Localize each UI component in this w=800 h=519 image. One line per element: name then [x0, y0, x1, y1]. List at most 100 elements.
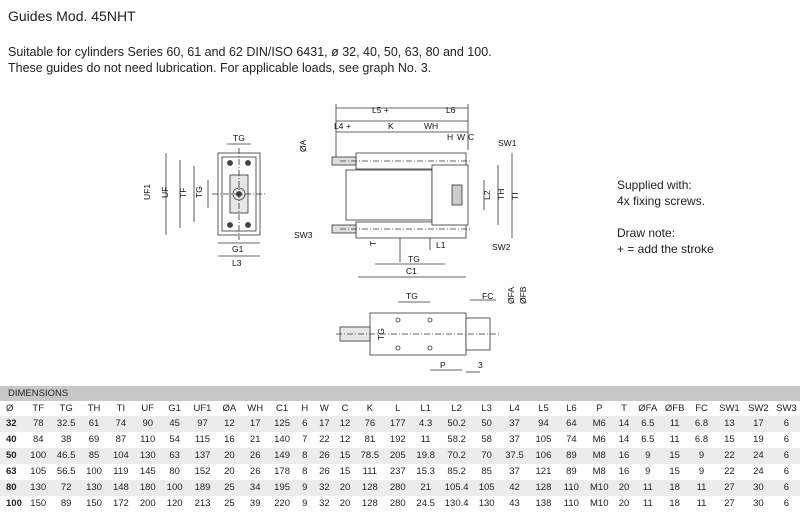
- table-cell: 30: [753, 498, 764, 509]
- column-header: W: [319, 403, 329, 414]
- table-cell: 50: [6, 450, 17, 461]
- table-cell: 89: [60, 498, 72, 509]
- table-cell: 9: [645, 466, 651, 477]
- table-cell: 130: [86, 482, 102, 493]
- table-cell: 6: [783, 434, 790, 445]
- table-cell: 58: [481, 434, 492, 445]
- table-cell: 106: [535, 450, 552, 461]
- column-header: TF: [32, 403, 45, 414]
- table-cell: 11: [669, 434, 680, 445]
- table-cell: 172: [112, 498, 129, 509]
- page-title: Guides Mod. 45NHT: [8, 8, 136, 24]
- side-label-sw1: SW1: [498, 138, 517, 148]
- table-cell: 18: [669, 482, 680, 493]
- table-cell: 30: [753, 482, 764, 493]
- table-cell: 25: [224, 498, 235, 509]
- table-cell: 6: [783, 482, 790, 493]
- note-draw-note: Draw note:: [617, 226, 676, 240]
- table-cell: 200: [139, 498, 156, 509]
- table-cell: 69: [88, 434, 100, 445]
- table-cell: 149: [274, 450, 290, 461]
- table-cell: 43: [509, 498, 520, 509]
- table-cell: 19.8: [416, 450, 435, 461]
- front-label-uf1: UF1: [142, 184, 152, 200]
- table-cell: 24.5: [416, 498, 435, 509]
- side-label-l2: L2: [482, 190, 492, 200]
- table-cell: 39: [249, 498, 261, 509]
- table-cell: 6: [783, 498, 790, 509]
- column-header: SW3: [776, 403, 797, 414]
- column-header: L3: [481, 403, 492, 414]
- table-cell: 85.2: [447, 466, 466, 477]
- column-header: SW2: [748, 403, 769, 414]
- table-cell: 22: [319, 434, 330, 445]
- column-header: C: [341, 403, 349, 414]
- table-cell: 11: [669, 418, 680, 429]
- column-header: Ø: [6, 403, 14, 414]
- table-cell: 20: [339, 482, 351, 493]
- table-cell: 6: [302, 418, 308, 429]
- table-cell: 15: [669, 450, 680, 461]
- table-cell: 84: [32, 434, 44, 445]
- table-cell: 6.5: [641, 418, 655, 429]
- table-cell: 94: [538, 418, 549, 429]
- table-cell: 8: [302, 450, 308, 461]
- table-cell: 16: [224, 434, 235, 445]
- table-cell: 34: [249, 482, 261, 493]
- table-cell: 16: [618, 466, 630, 477]
- table-cell: 140: [274, 434, 290, 445]
- side-label-sw2: SW2: [492, 242, 511, 252]
- top-label-3: 3: [478, 360, 483, 370]
- table-cell: 9: [645, 450, 651, 461]
- table-cell: 20: [618, 498, 630, 509]
- table-cell: 46.5: [56, 450, 76, 461]
- table-cell: 128: [361, 498, 378, 509]
- table-cell: 137: [194, 450, 211, 461]
- table-cell: 32: [319, 498, 330, 509]
- column-header: SW1: [719, 403, 740, 414]
- table-cell: 130.4: [444, 498, 469, 509]
- table-cell: 111: [362, 466, 378, 477]
- table-cell: 76: [364, 418, 376, 429]
- column-header: UF: [141, 403, 155, 414]
- table-cell: 20: [339, 498, 351, 509]
- note-stroke: + = add the stroke: [617, 242, 714, 256]
- table-cell: 128: [361, 482, 378, 493]
- table-cell: 115: [194, 434, 211, 445]
- side-label-l5: L5 +: [372, 105, 389, 115]
- table-cell: 14: [618, 434, 630, 445]
- table-cell: 213: [194, 498, 211, 509]
- table-cell: 81: [364, 434, 376, 445]
- table-cell: 63: [6, 466, 17, 477]
- table-cell: 130: [30, 482, 47, 493]
- table-cell: 15: [339, 466, 351, 477]
- table-cell: 11: [696, 498, 707, 509]
- column-header: G1: [168, 403, 181, 414]
- table-cell: 50: [481, 418, 492, 429]
- drawing-labels: TG UF1 UF TF TG G1 L3 L5 + L6 L4 + K WH …: [142, 105, 528, 370]
- table-cell: 105.4: [444, 482, 469, 493]
- table-cell: 27: [724, 482, 735, 493]
- side-label-th: TH: [496, 189, 506, 200]
- column-header: L1: [420, 403, 431, 414]
- table-cell: 15: [339, 450, 351, 461]
- table-cell: M10: [590, 498, 609, 509]
- top-label-fb-diameter: ØFB: [518, 286, 528, 304]
- table-cell: 22: [724, 450, 735, 461]
- table-cell: 42: [509, 482, 520, 493]
- column-header: FC: [695, 403, 708, 414]
- table-cell: 11: [420, 434, 431, 445]
- front-label-tf: TF: [178, 188, 188, 198]
- table-cell: 19: [753, 434, 764, 445]
- table-cell: 15: [724, 434, 735, 445]
- table-cell: 100: [30, 450, 47, 461]
- table-cell: 18: [669, 498, 680, 509]
- top-label-fc: FC: [482, 291, 493, 301]
- table-cell: 178: [274, 466, 290, 477]
- column-header: K: [366, 403, 374, 414]
- description: Suitable for cylinders Series 60, 61 and…: [8, 44, 492, 76]
- side-label-t: T: [368, 241, 378, 246]
- side-label-w: W: [457, 132, 465, 142]
- table-cell: 27: [724, 498, 735, 509]
